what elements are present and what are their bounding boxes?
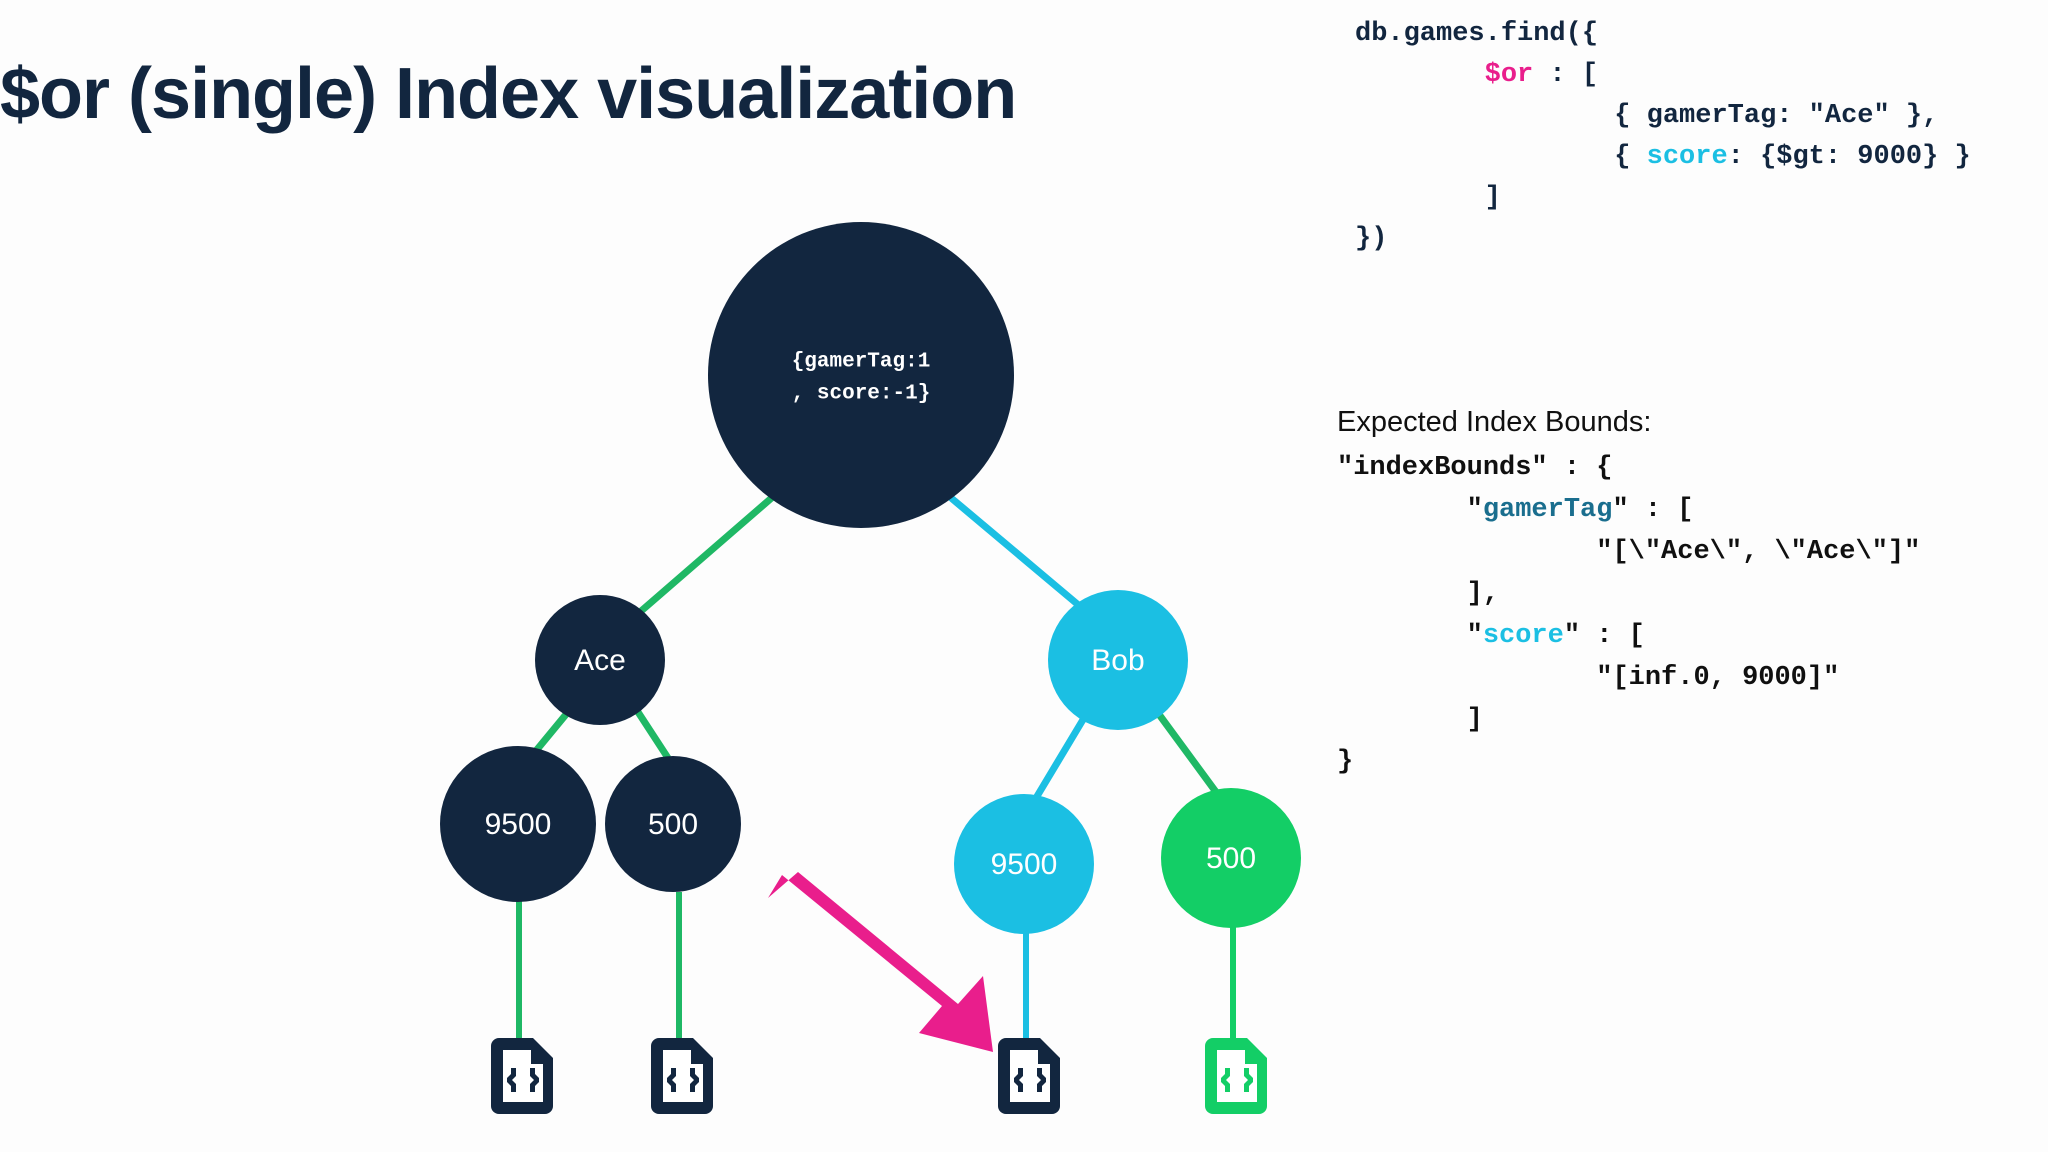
edge-bob-9500	[1032, 716, 1088, 800]
edge-bob-500	[1155, 710, 1219, 795]
node-score-9500-bob-label: 9500	[991, 848, 1058, 881]
node-score-500-ace	[605, 756, 741, 892]
edge-root-bob	[947, 494, 1085, 611]
node-score-500-bob	[1161, 788, 1301, 928]
document-icon-2	[651, 1038, 713, 1114]
edge-ace-9500	[532, 709, 571, 755]
token-gamertag: gamerTag	[1482, 495, 1613, 525]
token-or: $or	[1484, 60, 1534, 90]
node-ace	[535, 595, 665, 725]
node-bob-label: Bob	[1091, 644, 1144, 677]
query-code-block: db.games.find({ $or : [ { gamerTag: "Ace…	[1355, 19, 1971, 254]
bounds-heading: Expected Index Bounds:	[1337, 406, 1652, 438]
token-score-bounds: score	[1482, 621, 1564, 651]
document-icon-3	[998, 1038, 1060, 1114]
node-root-index	[708, 222, 1014, 528]
node-score-9500-ace	[440, 746, 596, 902]
code-panel: db.games.find({ $or : [ { gamerTag: "Ace…	[1337, 0, 2048, 1152]
node-ace-label: Ace	[574, 644, 626, 677]
node-bob	[1048, 590, 1188, 730]
index-tree-diagram: {gamerTag:1 , score:-1} Ace Bob 9500 500…	[440, 222, 1301, 1114]
edge-root-ace	[637, 492, 778, 615]
node-score-9500-bob	[954, 794, 1094, 934]
node-root-label-line2: , score:-1}	[792, 383, 931, 406]
node-score-500-bob-label: 500	[1206, 842, 1256, 875]
node-score-9500-ace-label: 9500	[485, 808, 552, 841]
document-icon-1	[491, 1038, 553, 1114]
edge-ace-500	[635, 710, 671, 760]
node-score-500-ace-label: 500	[648, 808, 698, 841]
node-root-label-line1: {gamerTag:1	[792, 351, 931, 374]
index-bounds-code-block: "indexBounds" : { "gamerTag" : [ "[\"Ace…	[1337, 453, 1921, 777]
query-line-1: db.games.find({	[1355, 19, 1599, 49]
bounds-line-1: "indexBounds" : {	[1337, 453, 1613, 483]
emphasis-arrow	[768, 872, 993, 1052]
document-icon-4-highlighted	[1205, 1038, 1267, 1114]
page-title: $or (single) Index visualization	[0, 54, 1017, 134]
token-score: score	[1646, 142, 1728, 172]
